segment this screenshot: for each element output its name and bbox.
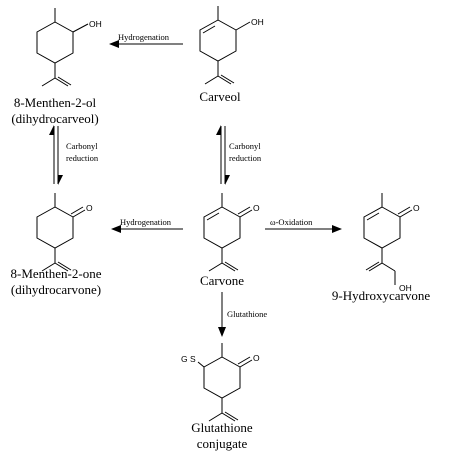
carbonyl-right-label-1: Carbonyl — [229, 141, 261, 151]
dihydrocarvone-alt-name: (dihydrocarvone) — [10, 282, 102, 297]
dihydrocarveol-alt-name: (dihydrocarveol) — [11, 111, 99, 126]
glutathione-reaction-label: Glutathione — [227, 309, 268, 319]
glutathione-conjugate-alt-name: conjugate — [196, 436, 248, 451]
hydrogenation-mid-label: Hydrogenation — [120, 217, 171, 227]
carbonyl-right-label-2: reduction — [229, 153, 262, 163]
carveol-name: Carveol — [199, 89, 241, 104]
hydroxycarvone-name: 9-Hydroxycarvone — [331, 288, 431, 303]
carveol-structure — [199, 6, 251, 85]
glutathione-conjugate-structure — [197, 343, 253, 422]
dihydrocarveol-structure — [36, 8, 89, 87]
glutathione-conjugate-name: Glutathione — [191, 420, 253, 435]
carbonyl-left-label-1: Carbonyl — [66, 141, 98, 151]
hydroxycarvone-structure — [363, 193, 413, 285]
omega-oxidation-label: ω-Oxidation — [270, 217, 313, 227]
dihydrocarveol-oh-atom: OH — [89, 19, 102, 29]
carvone-o-atom: O — [253, 203, 260, 213]
dihydrocarvone-o-atom: O — [86, 203, 93, 213]
glutathione-gs-atom: G S — [181, 354, 196, 364]
hydroxycarvone-oh-atom: OH — [399, 283, 412, 293]
dihydrocarvone-name: 8-Menthen-2-one — [10, 266, 102, 281]
glutathione-o-atom: O — [253, 353, 260, 363]
dihydrocarvone-structure — [36, 193, 86, 272]
carvone-name: Carvone — [199, 273, 245, 288]
carveol-oh-atom: OH — [251, 17, 264, 27]
hydroxycarvone-o-atom: O — [413, 203, 420, 213]
carbonyl-left-label-2: reduction — [66, 153, 99, 163]
dihydrocarveol-name: 8-Menthen-2-ol — [13, 95, 97, 110]
hydrogenation-top-label: Hydrogenation — [118, 32, 169, 42]
carvone-structure — [203, 193, 253, 272]
